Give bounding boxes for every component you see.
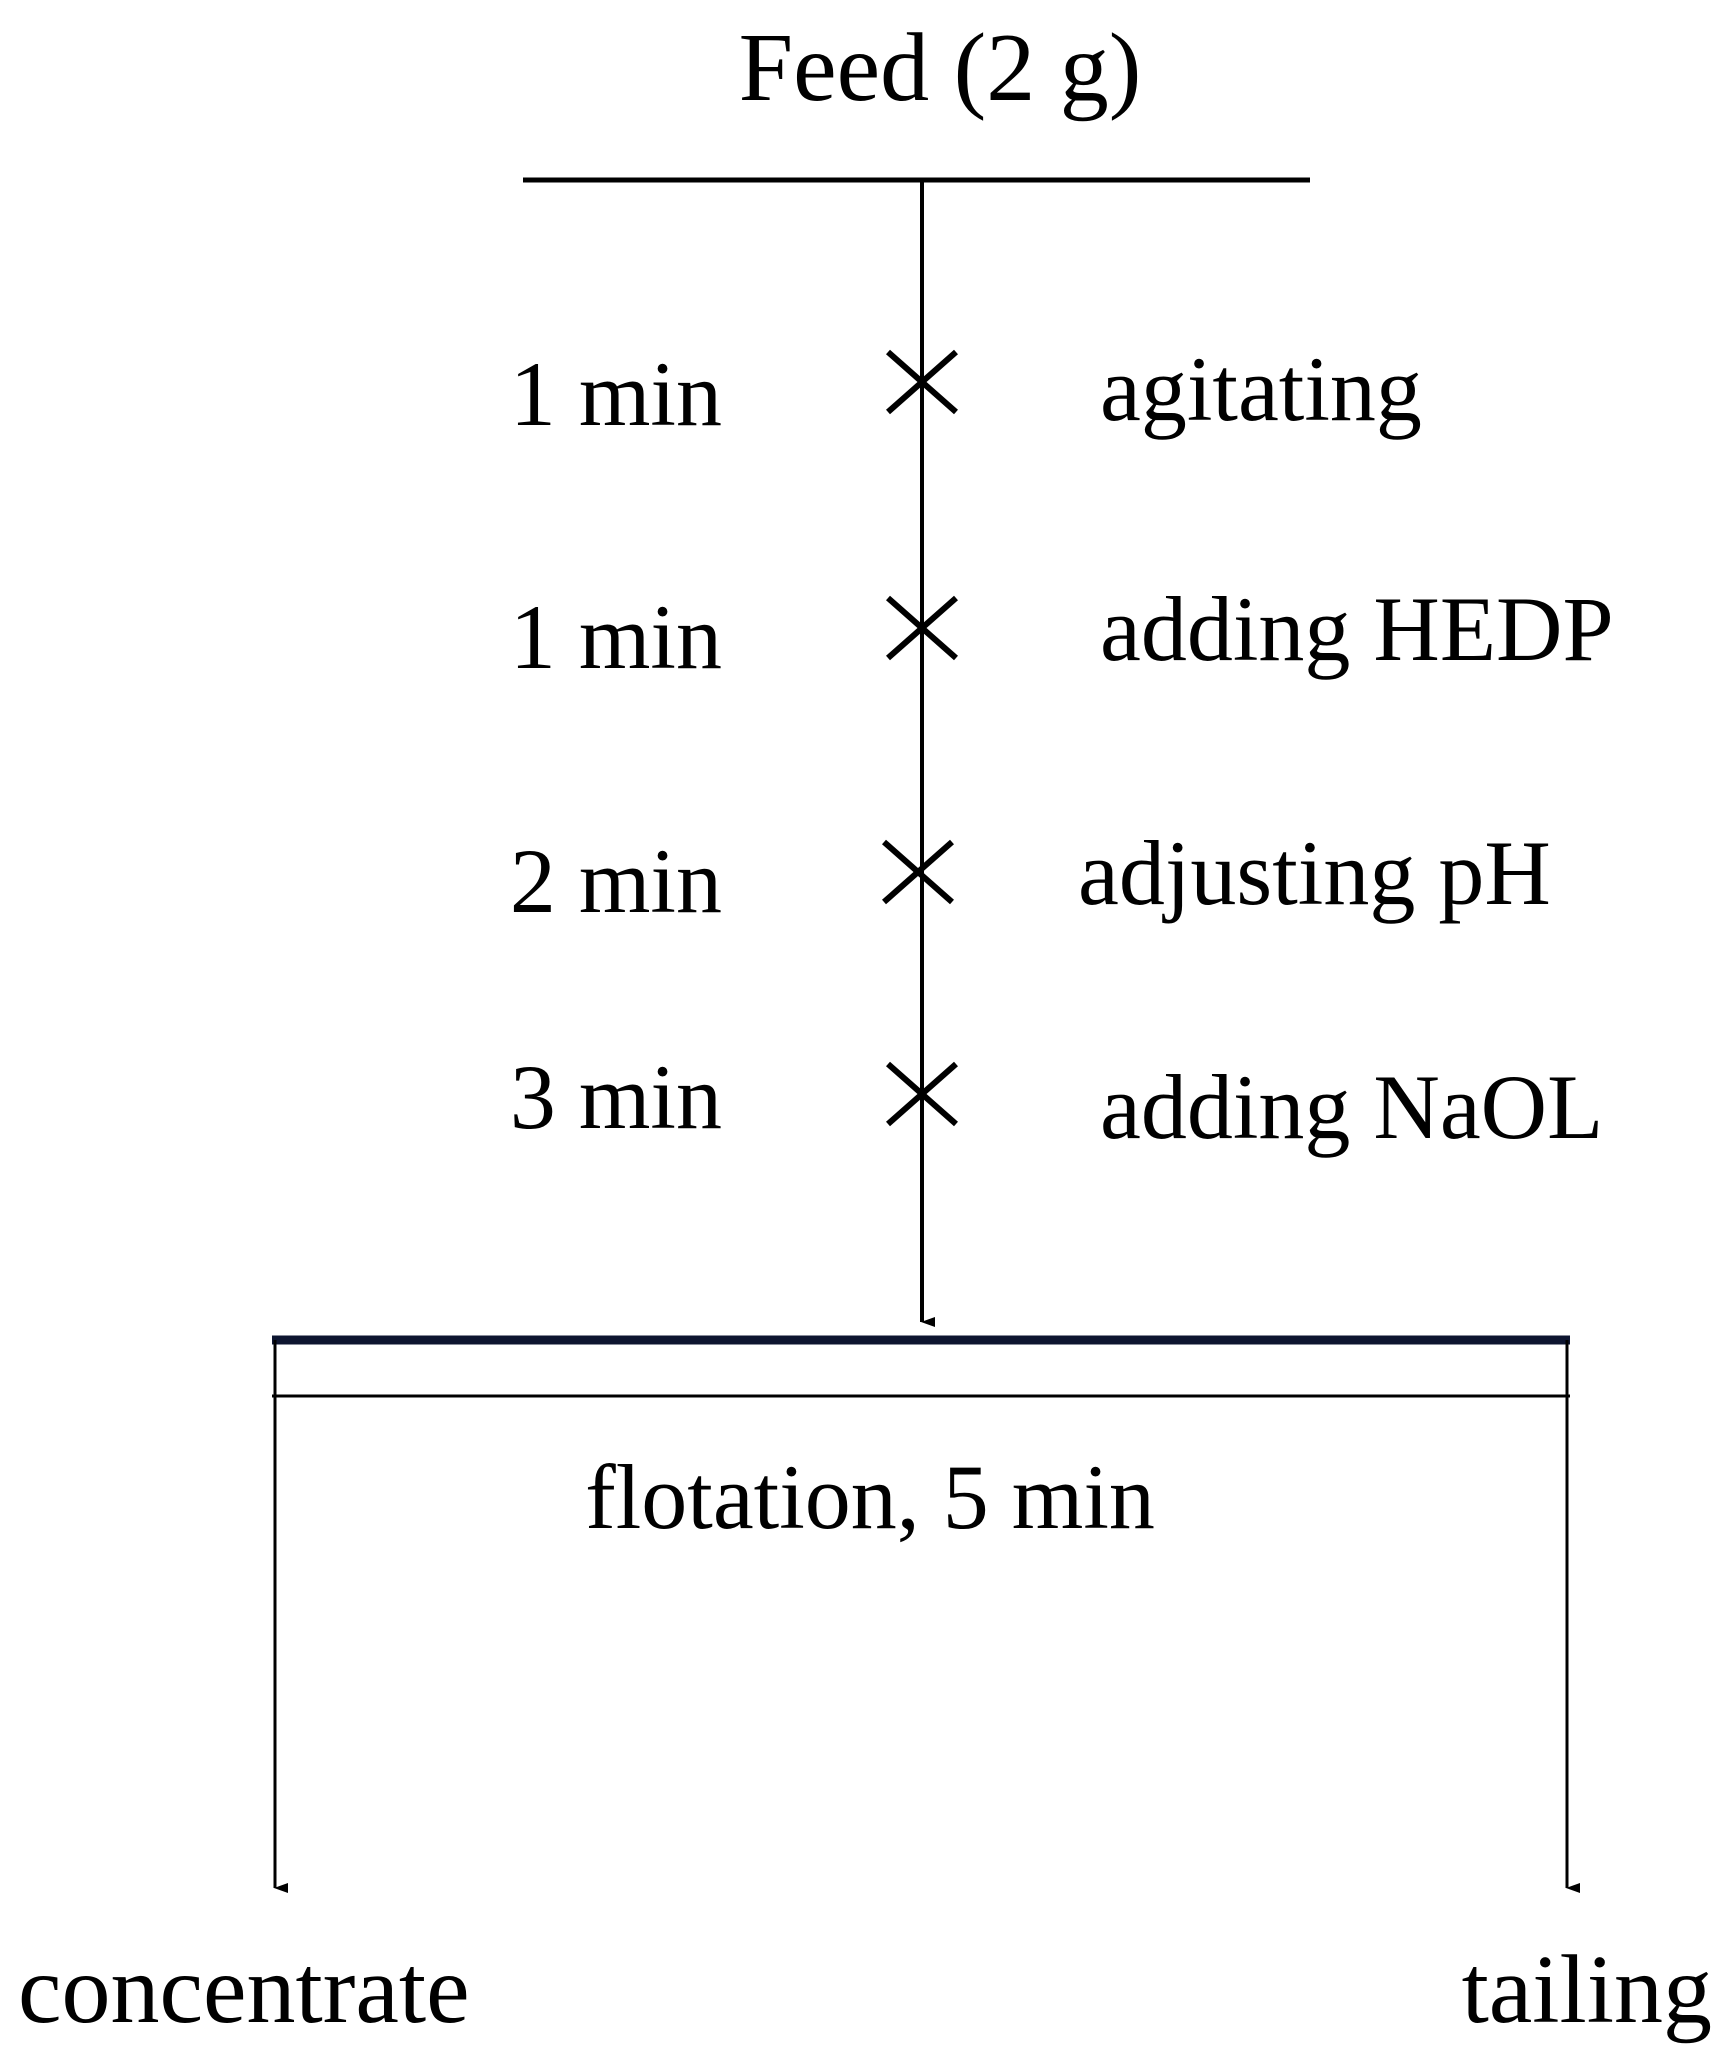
step-action-3: adjusting pH (1078, 822, 1551, 924)
feed-label: Feed (2 g) (739, 14, 1142, 122)
step-action-2: adding HEDP (1100, 578, 1614, 680)
step-time-1: 1 min (510, 343, 722, 445)
step-action-1: agitating (1100, 338, 1422, 440)
cross-mark-icon (886, 1061, 958, 1127)
flotation-cell (272, 1335, 1570, 1398)
step-time-3: 2 min (510, 830, 722, 932)
cross-mark-icon (882, 839, 954, 905)
cross-mark-icon (886, 349, 958, 415)
tailing-label: tailing (1462, 1936, 1712, 2044)
step-time-4: 3 min (510, 1046, 722, 1148)
concentrate-label: concentrate (18, 1936, 470, 2044)
flotation-label: flotation, 5 min (585, 1446, 1155, 1548)
step-action-4: adding NaOL (1100, 1056, 1603, 1158)
step-time-2: 1 min (510, 586, 722, 688)
cross-mark-icon (886, 595, 958, 661)
